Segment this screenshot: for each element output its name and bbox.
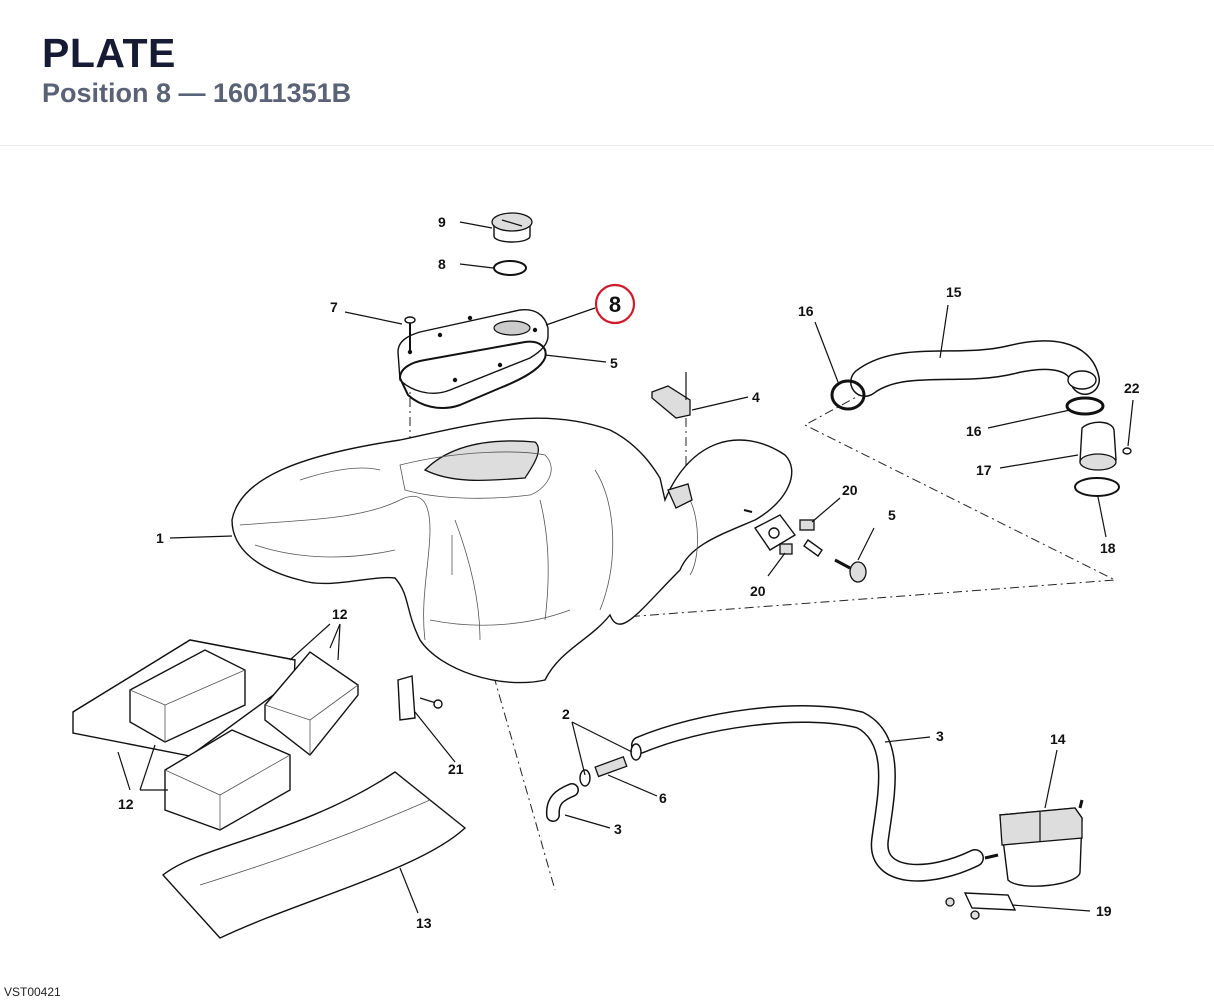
callout-2[interactable]: 2	[562, 706, 570, 722]
seal-ring	[1074, 477, 1120, 497]
callout-7[interactable]: 5	[610, 355, 618, 371]
callout-3a[interactable]: 3	[614, 821, 622, 837]
tank-clip	[397, 675, 443, 721]
canister-bracket	[945, 892, 1017, 920]
highlighted-callout-8[interactable]: 8	[594, 283, 636, 325]
fuel-tank	[231, 417, 793, 684]
gasket	[398, 340, 547, 409]
small-ring	[1122, 447, 1132, 455]
callout-19[interactable]: 19	[1096, 903, 1112, 919]
page-subtitle: Position 8 — 16011351B	[42, 78, 352, 108]
callout-16a[interactable]: 16	[798, 303, 814, 319]
callout-15[interactable]: 15	[946, 284, 962, 300]
clip	[667, 483, 693, 509]
callout-6[interactable]: 4	[752, 389, 760, 405]
canister	[984, 799, 1084, 887]
callout-5[interactable]: 5	[888, 507, 896, 523]
callout-9[interactable]: 7	[330, 299, 338, 315]
foam-pad	[161, 771, 467, 939]
filler-neck	[1079, 421, 1117, 471]
callout-17[interactable]: 17	[976, 462, 992, 478]
page-header: PLATE Position 8 — 16011351B	[0, 0, 1214, 146]
callout-4[interactable]: 6	[659, 790, 667, 806]
callout-21[interactable]: 21	[448, 761, 464, 777]
callout-1[interactable]: 1	[156, 530, 164, 546]
callout-18[interactable]: 18	[1100, 540, 1116, 556]
callout-3b[interactable]: 3	[936, 728, 944, 744]
bolt-assembly	[743, 509, 867, 583]
callout-8: 8	[609, 292, 621, 317]
page-title: PLATE	[42, 30, 176, 76]
callout-13[interactable]: 13	[416, 915, 432, 931]
foam-blocks	[72, 639, 359, 831]
callout-12a[interactable]: 12	[332, 606, 348, 622]
callout-10[interactable]: 8	[438, 256, 446, 272]
o-ring	[493, 260, 527, 276]
callout-16b[interactable]: 16	[966, 423, 982, 439]
leader-lines	[117, 221, 1134, 914]
callout-22[interactable]: 22	[1124, 380, 1140, 396]
filler-cap	[491, 212, 533, 243]
screw	[404, 316, 416, 352]
assembly-line	[611, 394, 1117, 619]
breather-hose	[830, 340, 1105, 416]
callout-11[interactable]: 9	[438, 214, 446, 230]
callout-14[interactable]: 14	[1050, 731, 1066, 747]
bracket	[651, 372, 691, 419]
callout-20a[interactable]: 20	[842, 482, 858, 498]
fuel-hose	[545, 705, 984, 882]
callout-12b[interactable]: 12	[118, 796, 134, 812]
drawing-code: VST00421	[4, 985, 61, 999]
callout-20b[interactable]: 20	[750, 583, 766, 599]
